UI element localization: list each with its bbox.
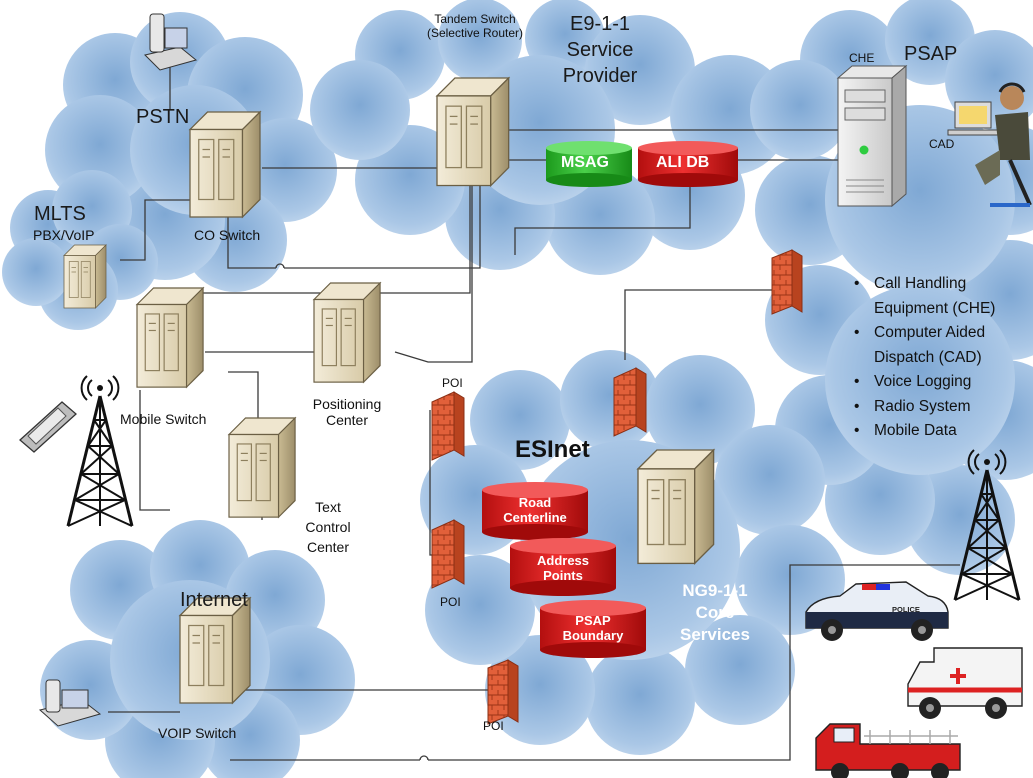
msag-database-icon xyxy=(546,141,632,187)
poi-label: POI xyxy=(442,376,463,390)
mobile-phone-icon xyxy=(19,401,77,453)
police-text: POLICE xyxy=(892,605,920,614)
msag-label: MSAG xyxy=(561,154,609,171)
text-control-center-server-icon xyxy=(228,417,296,518)
firewall-icon xyxy=(613,367,647,437)
ambulance-icon xyxy=(907,647,1023,719)
psap-label: PSAP xyxy=(904,43,958,65)
co-switch-server-icon xyxy=(189,111,261,218)
service-item: Mobile Data xyxy=(848,419,995,444)
service-item: Voice Logging xyxy=(848,370,995,395)
internet-label: Internet xyxy=(180,589,248,611)
voip-switch-label: VOIP Switch xyxy=(158,725,237,741)
ali-database-icon xyxy=(638,141,738,187)
connection-lines xyxy=(108,62,960,761)
mlts-label: MLTS xyxy=(34,203,86,225)
pstn-telephone-icon xyxy=(144,13,198,71)
pstn-label: PSTN xyxy=(136,106,190,128)
firewall-icon xyxy=(771,249,803,315)
mobile-switch-server-icon xyxy=(136,287,204,388)
mobile-switch-label: Mobile Switch xyxy=(120,411,207,427)
cell-tower-icon xyxy=(62,374,138,528)
tandem-switch-label: Tandem Switch (Selective Router) xyxy=(426,12,524,40)
voip-switch-server-icon xyxy=(179,597,251,704)
road-centerline-label: Road Centerline xyxy=(503,495,567,525)
poi-label: POI xyxy=(440,595,461,609)
text-control-center-label: Text Control Center xyxy=(305,499,351,555)
co-switch-label: CO Switch xyxy=(194,227,261,243)
esinet-label: ESInet xyxy=(515,436,590,463)
ali-db-label: ALI DB xyxy=(656,154,710,171)
address-points-label: Address Points xyxy=(536,553,590,583)
mlts-sub-label: PBX/VoIP xyxy=(33,227,95,243)
road-centerline-database-icon xyxy=(482,482,588,540)
service-item: Radio System xyxy=(848,395,995,420)
che-label: CHE xyxy=(849,51,875,65)
voip-telephone-icon xyxy=(38,679,102,727)
cad-label: CAD xyxy=(929,137,955,151)
firewall-icon xyxy=(431,391,465,461)
firewall-icon xyxy=(431,519,465,589)
positioning-center-label: Positioning Center xyxy=(312,396,382,429)
psap-boundary-label: PSAP Boundary xyxy=(562,613,624,643)
pbx-server-icon xyxy=(63,244,107,309)
poi-label: POI xyxy=(483,719,504,733)
ng911-core-server-icon xyxy=(637,449,715,565)
dispatcher-icon xyxy=(947,82,1032,207)
fire-truck-icon xyxy=(815,723,961,778)
che-workstation-icon xyxy=(836,64,908,208)
psap-boundary-database-icon xyxy=(540,600,646,658)
police-car-icon: POLICE xyxy=(805,581,949,641)
positioning-center-server-icon xyxy=(313,282,381,383)
mlts-cloud xyxy=(2,170,158,330)
e911-provider-label: E9-1-1 Service Provider xyxy=(562,13,638,87)
tandem-switch-server-icon xyxy=(436,77,510,187)
address-points-database-icon xyxy=(510,538,616,596)
firewall-icon xyxy=(487,659,519,725)
ng911-core-services-label: NG9-1-1 Core Services xyxy=(680,581,750,644)
